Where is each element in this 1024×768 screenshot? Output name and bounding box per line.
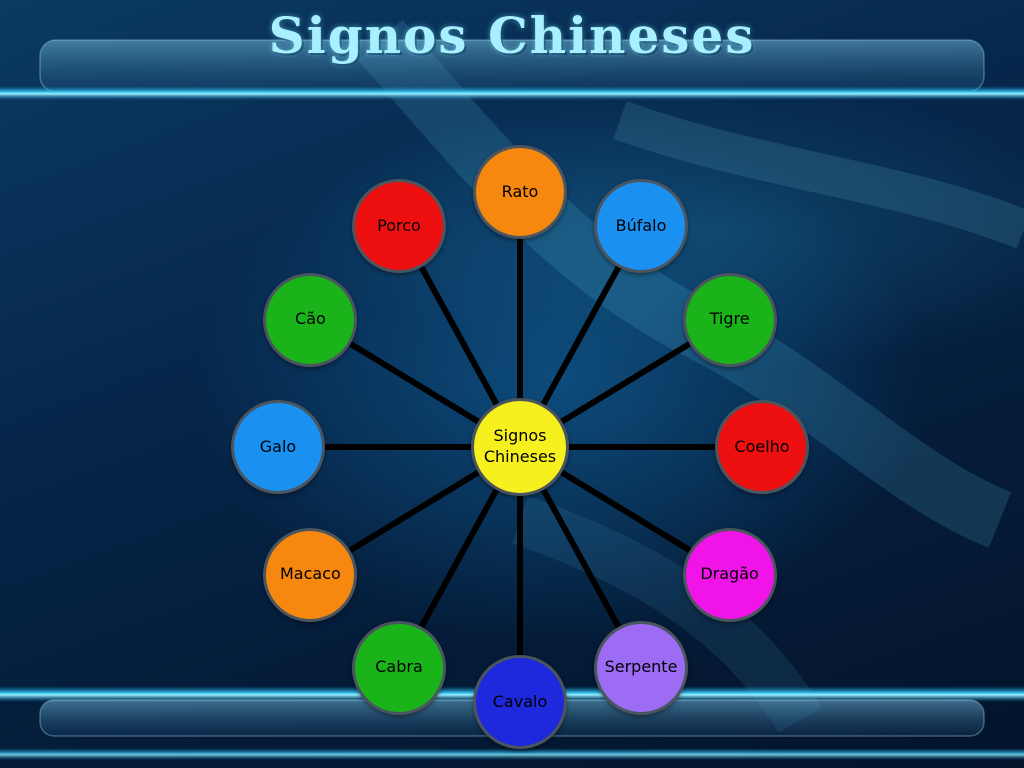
sign-label: Coelho bbox=[734, 436, 790, 456]
sign-label: Cabra bbox=[375, 657, 423, 677]
sign-node: Coelho bbox=[715, 400, 809, 494]
swoosh-decoration bbox=[613, 101, 1024, 249]
sign-node: Dragão bbox=[682, 527, 777, 622]
sign-node: Rato bbox=[473, 145, 567, 239]
sign-label: Tigre bbox=[709, 309, 750, 329]
sign-node: Cavalo bbox=[473, 655, 567, 749]
sign-label: Cão bbox=[295, 309, 326, 329]
center-label: Signos Chineses bbox=[483, 426, 557, 466]
sign-label: Serpente bbox=[604, 657, 678, 677]
sign-node: Búfalo bbox=[594, 179, 688, 274]
sign-node: Cabra bbox=[352, 620, 446, 715]
top-glow-bar bbox=[0, 86, 1024, 100]
sign-node: Tigre bbox=[682, 272, 777, 367]
bottom-glow-bar bbox=[0, 748, 1024, 760]
sign-label: Cavalo bbox=[492, 691, 548, 711]
sign-label: Dragão bbox=[700, 564, 759, 584]
sign-node: Serpente bbox=[594, 620, 688, 715]
sign-node: Porco bbox=[352, 179, 446, 274]
sign-node: Macaco bbox=[263, 527, 358, 622]
sign-label: Macaco bbox=[280, 564, 341, 584]
sign-node: Galo bbox=[231, 400, 325, 494]
sign-label: Porco bbox=[377, 215, 421, 235]
sign-node: Cão bbox=[263, 272, 358, 367]
sign-label: Galo bbox=[259, 436, 297, 456]
sign-label: Búfalo bbox=[615, 215, 667, 235]
sign-label: Rato bbox=[501, 181, 539, 201]
slide-title: Signos Chineses bbox=[268, 6, 756, 65]
center-node: Signos Chineses bbox=[471, 398, 569, 496]
